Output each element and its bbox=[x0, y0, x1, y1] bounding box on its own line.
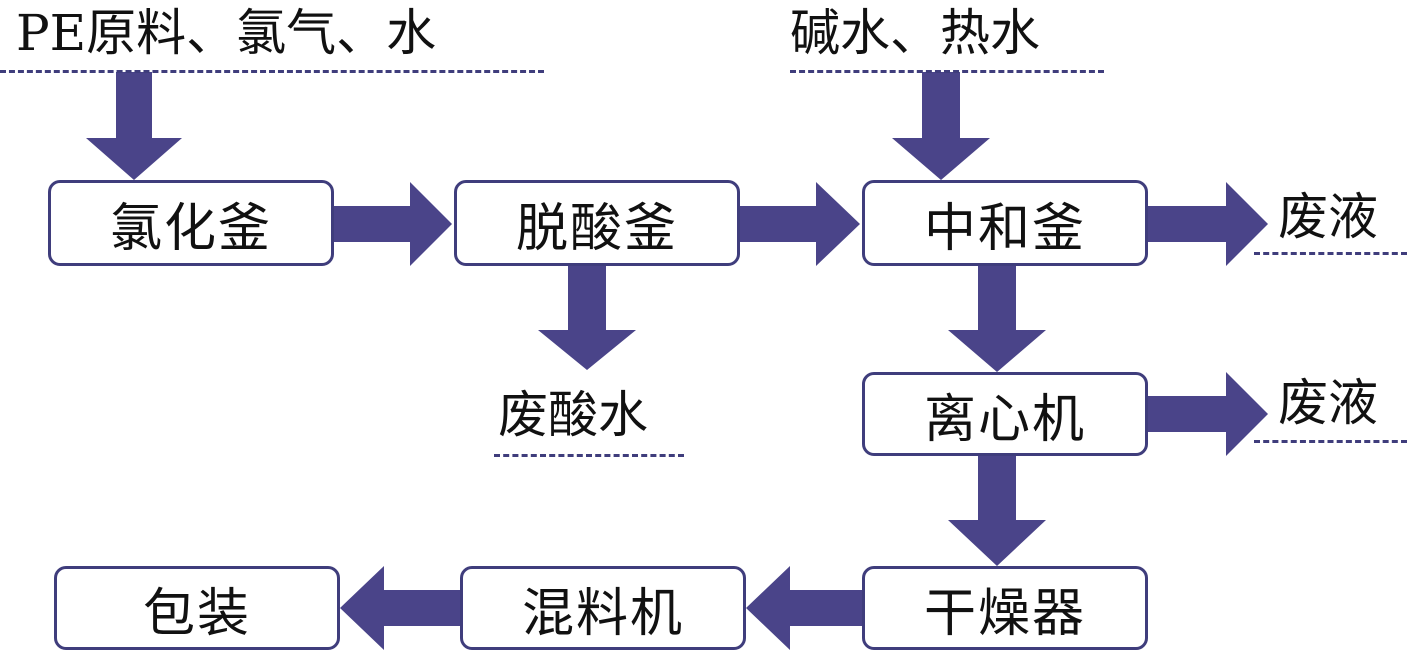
input-alkali-underline bbox=[790, 70, 1104, 73]
output-waste-liquid-1-label: 废液 bbox=[1278, 188, 1378, 246]
input-raw-label: PE原料、氯气、水 bbox=[16, 4, 437, 62]
arrow-centrifuge-to-waste bbox=[1148, 372, 1268, 456]
node-package: 包装 bbox=[54, 566, 340, 650]
node-dryer: 干燥器 bbox=[862, 566, 1148, 650]
arrow-neutral-to-waste bbox=[1148, 182, 1268, 266]
arrow-chlorination-to-deacid bbox=[334, 182, 452, 266]
arrow-raw-to-chlorination bbox=[86, 72, 182, 180]
output-waste-liquid-2-underline bbox=[1254, 440, 1407, 443]
arrow-neutral-to-centrifuge bbox=[948, 266, 1046, 372]
node-deacid-kettle: 脱酸釜 bbox=[454, 180, 740, 266]
output-waste-liquid-2-label: 废液 bbox=[1278, 374, 1378, 432]
node-neutralization-kettle: 中和釜 bbox=[862, 180, 1148, 266]
arrow-alkali-to-neutral bbox=[892, 72, 990, 180]
node-chlorination-kettle: 氯化釜 bbox=[48, 180, 334, 266]
arrow-centrifuge-to-dryer bbox=[948, 456, 1046, 566]
output-waste-acid-underline bbox=[494, 454, 684, 457]
arrow-dryer-to-mixer bbox=[746, 566, 866, 650]
arrow-deacid-to-waste-acid bbox=[538, 266, 636, 370]
input-alkali-label: 碱水、热水 bbox=[790, 4, 1040, 62]
node-mixer: 混料机 bbox=[460, 566, 746, 650]
arrow-deacid-to-neutral bbox=[740, 182, 860, 266]
arrow-mixer-to-package bbox=[340, 566, 460, 650]
output-waste-liquid-1-underline bbox=[1254, 252, 1407, 255]
output-waste-acid-label: 废酸水 bbox=[498, 386, 648, 444]
node-centrifuge: 离心机 bbox=[862, 372, 1148, 456]
input-raw-underline bbox=[0, 70, 544, 73]
